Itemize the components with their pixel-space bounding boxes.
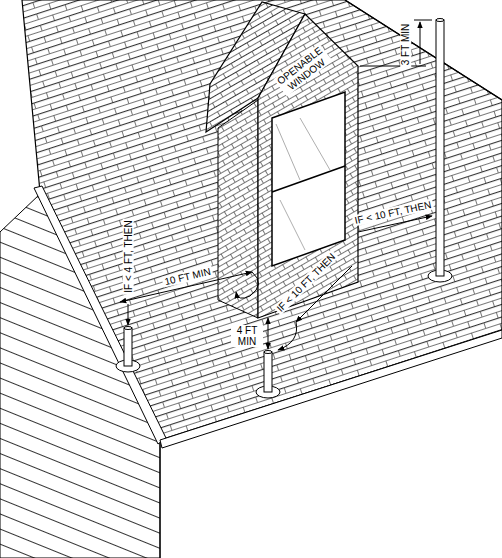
dimension-label: 3 FT MIN	[400, 21, 411, 66]
eave-fascia	[160, 330, 502, 448]
openable-window	[272, 92, 345, 266]
dormer-side-wall	[218, 100, 258, 318]
curved-arrow	[236, 272, 259, 298]
rake-fascia	[34, 186, 166, 444]
dimension-label: IF < 10 FT, THEN	[273, 249, 339, 315]
dimension-lines	[120, 20, 432, 350]
window-sash	[272, 166, 345, 192]
window-glare	[300, 118, 330, 170]
window-glare	[276, 124, 300, 180]
curved-arrow	[278, 322, 297, 350]
roof-plane	[22, 0, 502, 440]
dimension-line	[268, 318, 269, 349]
wall-corner	[159, 440, 160, 558]
window-glare	[280, 200, 305, 250]
vent-pipe	[116, 327, 140, 373]
dormer-front-wall	[258, 14, 358, 318]
extension-line	[414, 20, 432, 21]
dimension-label: IF < 4 FT, THEN	[123, 218, 134, 294]
dimension-line	[128, 304, 129, 325]
roof-ridge	[345, 0, 502, 100]
dimension-line	[420, 22, 421, 64]
vent-pipe	[428, 19, 452, 283]
dimension-label: OPENABLE WINDOW	[273, 43, 332, 96]
extension-line	[360, 66, 426, 67]
dimension-label: 10 FT MIN	[162, 265, 214, 287]
dimension-label: 4 FT MIN	[231, 325, 263, 347]
vent-pipe	[256, 351, 280, 399]
dimension-label: IF < 10 FT, THEN	[352, 198, 434, 226]
